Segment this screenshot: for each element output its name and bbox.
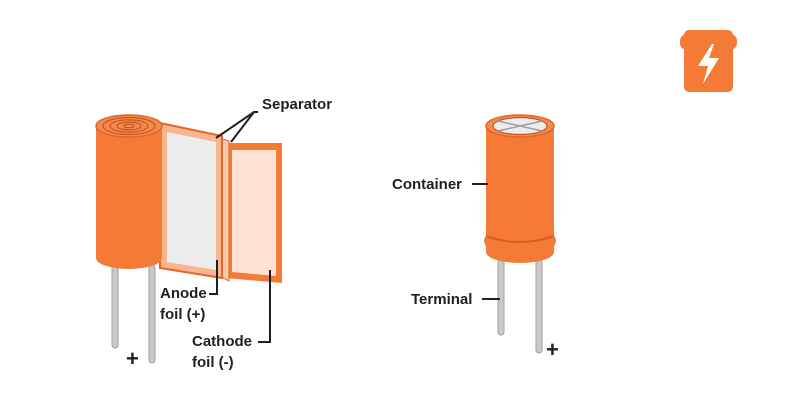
terminal-label: Terminal [411,291,472,308]
anode-label-line2: foil (+) [160,306,205,323]
assembled-capacitor [484,114,556,354]
cylinder-top [95,114,163,138]
container-body [484,126,556,263]
right-plus-sign: + [546,337,559,362]
lightning-bolt-icon [680,30,737,92]
cathode-leader [258,270,271,343]
rolled-cylinder [96,126,162,269]
unrolled-capacitor [95,114,282,364]
separator-label: Separator [262,96,332,113]
container-label: Container [392,176,462,193]
anode-leader [209,260,218,295]
anode-label-line1: Anode [160,285,207,302]
left-plus-sign: + [126,346,139,371]
cathode-label-line1: Cathode [192,333,252,350]
cathode-label-line2: foil (-) [192,354,234,371]
